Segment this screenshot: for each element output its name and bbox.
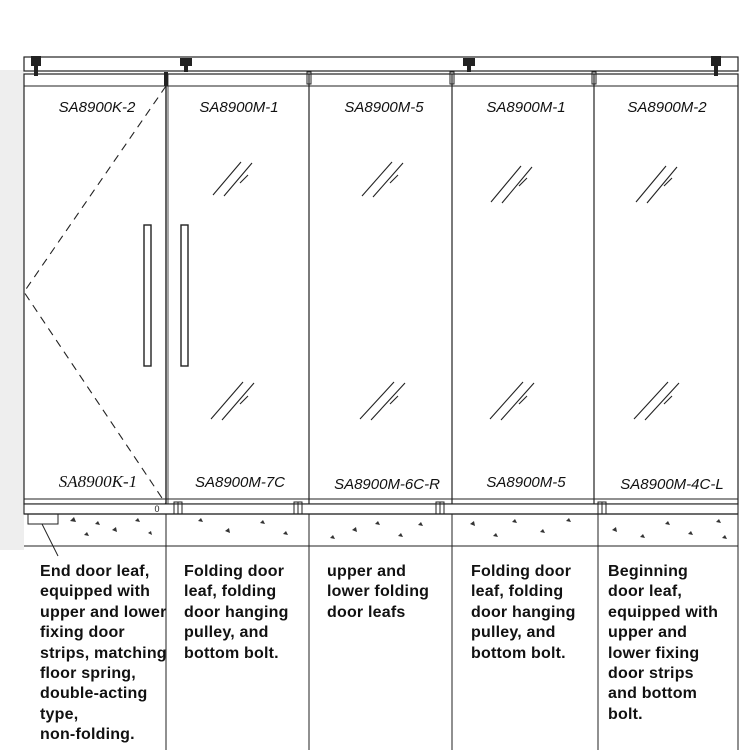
panel-top-label: SA8900M-2	[627, 99, 707, 116]
pivot-mark: 0	[154, 504, 159, 514]
top-track	[23, 56, 739, 72]
panel-bottom-label: SA8900K-1	[59, 472, 137, 491]
description-line: lower folding	[327, 583, 430, 601]
panel-top-label: SA8900K-2	[59, 99, 136, 116]
panel-bottom-label: SA8900M-4C-L	[620, 476, 723, 493]
pulley-icon	[31, 56, 41, 76]
panel-top-label: SA8900M-5	[344, 99, 424, 116]
door-handle	[180, 224, 189, 367]
description-end-leaf: End door leaf, equipped with upper and low…	[40, 562, 167, 746]
door-handle	[143, 224, 152, 367]
description-line: double-acting	[40, 685, 148, 703]
description-line: fixing door	[40, 624, 125, 642]
bottom-rail	[23, 503, 739, 515]
description-line: door leafs	[327, 603, 406, 621]
pulley-icon	[711, 56, 721, 76]
description-line: floor spring,	[40, 665, 136, 683]
description-line: leaf, folding	[471, 583, 564, 601]
description-line: upper and	[608, 624, 688, 642]
description-line: type,	[40, 705, 79, 723]
description-line: door hanging	[471, 603, 576, 621]
description-line: Beginning	[608, 563, 689, 580]
description-line: upper and lower	[40, 603, 167, 621]
floor-aggregate	[70, 517, 727, 539]
glass-frame	[23, 73, 739, 505]
description-line: door strips	[608, 665, 694, 683]
description-beginning-leaf: Beginning door leaf, equipped with upper an…	[608, 562, 718, 725]
description-line: bolt.	[608, 705, 643, 723]
description-folding-leaf: Folding door leaf, folding door hanging pul…	[471, 562, 576, 664]
panel-bottom-label: SA8900M-7C	[195, 474, 285, 491]
floor-spring-box	[27, 513, 59, 525]
glass-reflection-marks	[210, 161, 680, 421]
description-line: bottom bolt.	[471, 644, 566, 662]
panel-bottom-label: SA8900M-5	[486, 474, 566, 491]
swing-indicator	[23, 85, 167, 505]
leader-line	[41, 523, 59, 557]
description-line: pulley, and	[184, 624, 269, 642]
description-line: equipped with	[40, 583, 151, 601]
pulley-icon	[463, 58, 475, 72]
description-line: Folding door	[184, 563, 285, 580]
description-line: End door leaf,	[40, 563, 150, 580]
description-line: Folding door	[471, 563, 572, 580]
description-line: and bottom	[608, 685, 698, 703]
bottom-bolt-icon	[173, 501, 607, 515]
hinge-icon	[164, 72, 168, 86]
description-line: door hanging	[184, 603, 289, 621]
description-line: strips, matching	[40, 644, 167, 662]
description-line: lower fixing	[608, 644, 700, 662]
description-line: non-folding.	[40, 726, 135, 744]
hinge-icon	[306, 71, 312, 85]
panel-top-label: SA8900M-1	[486, 99, 565, 116]
panel-bottom-label: SA8900M-6C-R	[334, 476, 440, 493]
description-middle-leafs: upper and lower folding door leafs	[327, 562, 429, 623]
panel-top-label: SA8900M-1	[199, 99, 278, 116]
hinge-icon	[449, 71, 455, 85]
left-wall	[0, 70, 24, 550]
description-line: pulley, and	[471, 624, 556, 642]
description-line: leaf, folding	[184, 583, 277, 601]
pulley-icon	[180, 58, 192, 72]
description-line: upper and	[327, 563, 407, 580]
description-line: door leaf,	[608, 583, 683, 601]
description-line: equipped with	[608, 603, 719, 621]
description-line: bottom bolt.	[184, 644, 279, 662]
hinge-icon	[591, 71, 597, 85]
description-folding-leaf: Folding door leaf, folding door hanging pul…	[184, 562, 289, 664]
